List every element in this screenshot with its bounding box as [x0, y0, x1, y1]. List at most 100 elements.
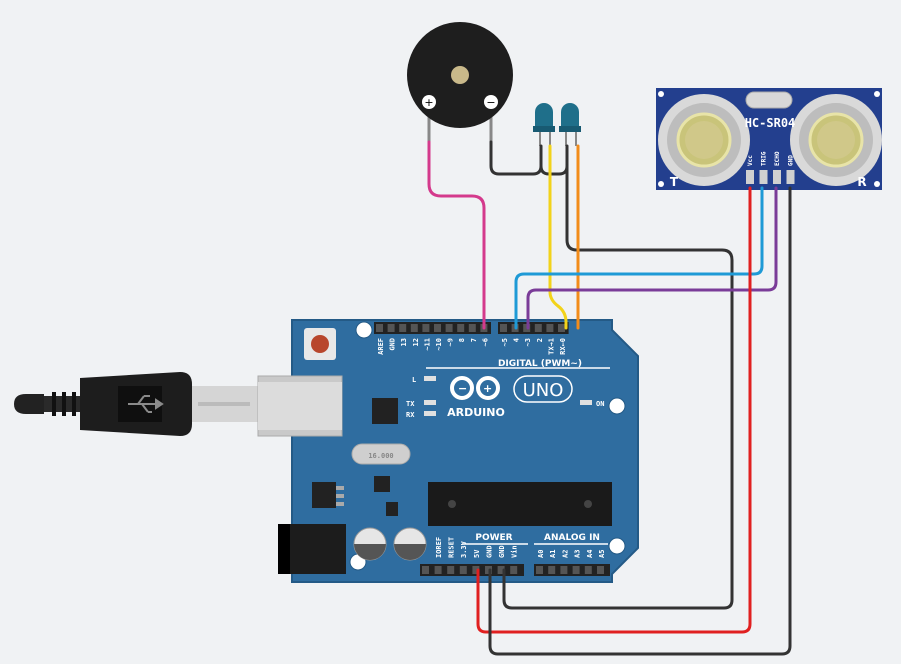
bottom-headers	[420, 564, 610, 576]
header-pin[interactable]	[434, 324, 441, 332]
sensor-pin[interactable]	[746, 170, 754, 184]
header-pin[interactable]	[445, 324, 453, 332]
header-pin[interactable]	[410, 324, 418, 332]
pin-label: ~11	[423, 338, 431, 351]
power-pin-label: Vin	[511, 545, 519, 558]
header-pin[interactable]	[500, 324, 507, 332]
pin-label: GND	[389, 338, 397, 351]
header-pin[interactable]	[387, 324, 395, 332]
header-pin[interactable]	[497, 566, 505, 574]
pin-label: 8	[458, 338, 466, 342]
power-label: POWER	[475, 533, 512, 543]
wire-gnd-to-gnd	[488, 186, 792, 656]
header-pin[interactable]	[472, 566, 480, 574]
analog-pin-label: A1	[549, 550, 557, 558]
small-chip	[374, 476, 390, 492]
header-pin[interactable]	[560, 566, 568, 574]
buzzer-plus-label: +	[424, 96, 433, 109]
capacitor	[393, 527, 427, 561]
header-pin[interactable]	[558, 324, 565, 332]
sensor-model: HC-SR04	[745, 116, 796, 130]
voltage-regulator	[312, 482, 344, 508]
buzzer-minus-label: −	[486, 96, 495, 109]
led-left	[533, 103, 555, 146]
wire-led-to-ground	[502, 164, 734, 610]
header-pin[interactable]	[572, 566, 580, 574]
sensor-pin-label: GND	[788, 155, 795, 166]
pin-label: ~10	[435, 338, 443, 351]
wire-buzzer-minus-to-led-cathodes	[489, 140, 569, 176]
piezo-buzzer: + −	[407, 22, 513, 142]
header-pin[interactable]	[468, 324, 476, 332]
pin-label: ~6	[481, 338, 489, 346]
wire-led-to-pin3	[548, 144, 568, 330]
usb-icon	[128, 395, 164, 413]
buzzer-center	[451, 66, 469, 84]
pin-label: 13	[400, 338, 408, 346]
analog-pin-label: A5	[598, 550, 606, 558]
crystal	[351, 443, 411, 465]
header-pin[interactable]	[597, 566, 604, 574]
header-pin[interactable]	[459, 566, 467, 574]
sensor-t-label: T	[670, 175, 679, 189]
header-pin[interactable]	[399, 324, 407, 332]
crystal-label: 16.000	[368, 452, 393, 460]
sensor-pin[interactable]	[773, 170, 781, 184]
sensor-pin-label: TRIG	[761, 151, 768, 166]
capacitor	[353, 527, 387, 561]
wire-buzzer-plus-to-pin9	[427, 140, 486, 330]
header-pin[interactable]	[536, 566, 543, 574]
mount-hole	[355, 321, 373, 339]
board-leds: L TX RX ON	[406, 376, 604, 419]
led-label-rx: RX	[406, 411, 415, 419]
pin-label: 7	[470, 338, 478, 342]
reset-button[interactable]	[311, 335, 329, 353]
analog-pin-label: A2	[561, 550, 569, 558]
header-pin[interactable]	[447, 566, 455, 574]
wire-echo-to-pin6	[526, 186, 778, 330]
led-label-l: L	[412, 376, 416, 384]
power-pin-label: IOREF	[435, 537, 443, 558]
header-pin[interactable]	[422, 324, 430, 332]
sensor-pin-label: ECHO	[774, 151, 781, 166]
digital-label: DIGITAL (PWM~)	[498, 359, 582, 369]
svg-text:−: −	[458, 382, 467, 395]
usb-cable-end	[14, 394, 44, 414]
transistor	[386, 502, 398, 516]
header-pin[interactable]	[422, 566, 429, 574]
pin-label: 4	[513, 338, 521, 342]
sensor-pin[interactable]	[786, 170, 795, 184]
svg-text:+: +	[483, 382, 492, 395]
analog-pin-label: A3	[574, 550, 582, 558]
header-pin[interactable]	[534, 324, 542, 332]
sensor-pin[interactable]	[759, 170, 768, 184]
analog-label: ANALOG IN	[544, 533, 600, 543]
header-pin[interactable]	[457, 324, 465, 332]
on-label: ON	[596, 400, 604, 408]
header-pin[interactable]	[376, 324, 383, 332]
usb-chip	[372, 398, 398, 424]
arduino-logo	[450, 376, 500, 400]
analog-pin-label: A0	[537, 550, 545, 558]
pin-label: 12	[412, 338, 420, 346]
receiver	[790, 94, 882, 186]
wire-trig-to-pin7	[514, 186, 764, 330]
header-pin[interactable]	[546, 324, 554, 332]
transmitter	[658, 94, 750, 186]
header-pin[interactable]	[510, 566, 518, 574]
power-pin-label: 5V	[473, 549, 481, 558]
sensor-crystal	[745, 91, 793, 109]
pin-label: ~5	[501, 338, 509, 346]
header-pin[interactable]	[434, 566, 442, 574]
mount-hole	[608, 537, 626, 555]
header-pin[interactable]	[548, 566, 556, 574]
pin-label: RX←0	[559, 338, 567, 355]
atmega-chip	[428, 482, 612, 526]
pin-label: 2	[536, 338, 544, 342]
header-pin[interactable]	[584, 566, 592, 574]
